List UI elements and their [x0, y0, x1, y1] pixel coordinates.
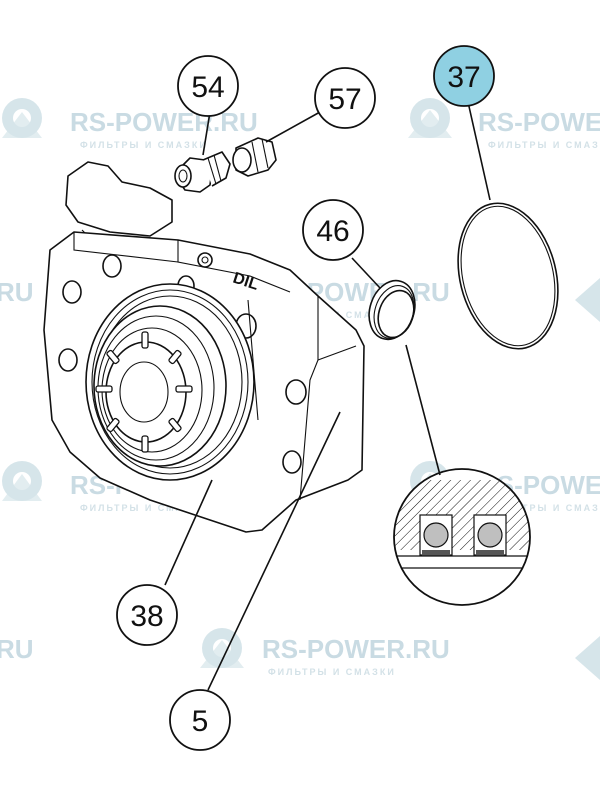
callout-label-37: 37 [447, 61, 480, 94]
watermark-brand-tail: RU [0, 277, 34, 307]
o-ring-part-37 [457, 202, 559, 350]
callout-46: 46 [302, 199, 364, 261]
watermark-tagline: ФИЛЬТРЫ И СМАЗКИ [268, 667, 396, 677]
seal-section-detail-view [393, 468, 531, 606]
watermark-logo-icon [2, 98, 42, 138]
watermark-logo-icon [575, 278, 600, 322]
watermark-brand: RS-POWER.RU [70, 107, 258, 137]
callout-37: 37 [433, 45, 495, 107]
callout-label-38: 38 [130, 600, 163, 633]
watermark-logo-icon [408, 98, 452, 138]
watermark-logo-icon [2, 461, 42, 501]
watermark-brand: RS-POWER.RU [262, 634, 450, 664]
watermark-logo-icon [575, 636, 600, 680]
shaft-seal-part-46 [368, 279, 416, 341]
watermark-tagline: ФИЛЬТРЫ И СМАЗКИ [488, 503, 600, 513]
watermark-tagline: ФИЛЬТРЫ И СМАЗКИ [488, 140, 600, 150]
callout-label-57: 57 [328, 83, 361, 116]
callout-57: 57 [314, 67, 376, 129]
callout-5: 5 [169, 689, 231, 751]
leader-lines [164, 101, 491, 691]
callout-38: 38 [116, 584, 178, 646]
callout-54: 54 [177, 55, 239, 117]
watermark-brand-partial: RS-POWE [478, 107, 600, 137]
callout-label-54: 54 [191, 71, 224, 104]
fitting-part-54 [174, 151, 231, 193]
callout-label-46: 46 [316, 215, 349, 248]
nut-part-57 [232, 137, 277, 177]
front-seal-ring-part-38 [85, 283, 259, 481]
callout-label-5: 5 [192, 705, 209, 738]
watermark-tagline: ФИЛЬТРЫ И СМАЗКИ [80, 140, 208, 150]
watermark-tagline: ФИЛЬТРЫ И СМАЗКИ [80, 503, 208, 513]
watermark-brand-tail: RU [0, 634, 34, 664]
